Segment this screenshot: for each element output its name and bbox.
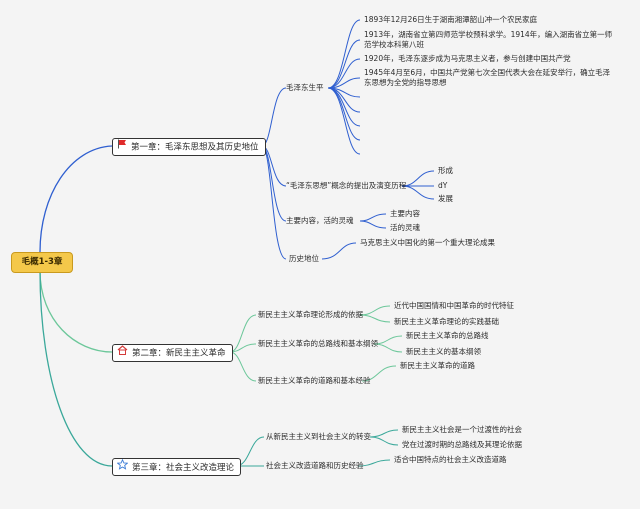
ch3-transition-item-1[interactable]: 新民主主义社会是一个过渡性的社会 bbox=[402, 425, 522, 434]
ch2-basis-item-1[interactable]: 近代中国国情和中国革命的时代特征 bbox=[394, 301, 514, 310]
ch2-basis-item-2[interactable]: 新民主主义革命理论的实践基础 bbox=[394, 317, 499, 326]
connector-ch2-b2-leaf-2 bbox=[373, 343, 403, 353]
connector-b2-leaf-3 bbox=[401, 185, 435, 200]
connector-b1-leaf-2 bbox=[327, 39, 361, 89]
ch2-line-item-1[interactable]: 新民主主义革命的总路线 bbox=[406, 331, 489, 340]
connector-root-ch1 bbox=[39, 145, 113, 253]
ch1-branch-life[interactable]: 毛泽东生平 bbox=[286, 83, 324, 92]
connector-b1-leaf-1 bbox=[327, 19, 361, 89]
ch3-road-item-1[interactable]: 适合中国特点的社会主义改造道路 bbox=[394, 455, 507, 464]
ch1-branch-content[interactable]: 主要内容，活的灵魂 bbox=[286, 216, 354, 225]
ch1-concept-item-3[interactable]: 发展 bbox=[438, 194, 453, 203]
ch3-transition-item-2[interactable]: 党在过渡时期的总路线及其理论依据 bbox=[402, 440, 522, 449]
chapter-1-node[interactable]: 第一章：毛泽东思想及其历史地位 bbox=[112, 138, 266, 156]
house-icon bbox=[117, 345, 128, 361]
root-node[interactable]: 毛概1-3章 bbox=[11, 252, 73, 273]
connector-b1-leaf-3 bbox=[327, 58, 361, 89]
connector-b1-leaf-9 bbox=[327, 87, 361, 155]
ch1-life-item-2[interactable]: 1913年，湖南省立第四师范学校预科求学。1914年，编入湖南省立第一师范学校本… bbox=[364, 30, 613, 49]
connector-ch1-b4 bbox=[261, 145, 287, 260]
connector-root-ch2 bbox=[39, 270, 113, 353]
ch1-content-item-2[interactable]: 活的灵魂 bbox=[390, 223, 420, 232]
ch1-branch-concept[interactable]: “毛泽东思想”概念的提出及演变历程 bbox=[286, 181, 407, 190]
connector-ch2-b2 bbox=[229, 343, 257, 353]
chapter-2-label: 第二章：新民主主义革命 bbox=[132, 348, 226, 359]
connector-b1-leaf-7 bbox=[327, 87, 361, 127]
ch1-branch-status[interactable]: 历史地位 bbox=[289, 254, 319, 263]
ch2-branch-line[interactable]: 新民主主义革命的总路线和基本纲领 bbox=[258, 339, 378, 348]
ch1-life-item-4[interactable]: 1945年4月至6月，中国共产党第七次全国代表大会在延安举行，确立毛泽东思想为全… bbox=[364, 68, 611, 87]
connector-b2-leaf-1 bbox=[401, 170, 435, 187]
connector-ch2-b2-leaf-1 bbox=[373, 335, 403, 345]
ch1-concept-item-1[interactable]: 形成 bbox=[438, 166, 453, 175]
connector-ch3-b1-leaf-1 bbox=[369, 429, 399, 438]
red-flag-icon bbox=[117, 139, 127, 155]
connector-ch3-b2-leaf-1 bbox=[357, 459, 391, 467]
ch2-branch-basis[interactable]: 新民主主义革命理论形成的依据 bbox=[258, 310, 363, 319]
connector-ch2-b3 bbox=[229, 351, 257, 382]
ch1-concept-item-2[interactable]: dY bbox=[438, 181, 448, 190]
star-icon bbox=[116, 458, 129, 476]
chapter-3-node[interactable]: 第三章：社会主义改造理论 bbox=[112, 458, 242, 476]
ch2-road-item-1[interactable]: 新民主主义革命的道路 bbox=[400, 361, 475, 370]
connector-b1-leaf-4 bbox=[327, 77, 361, 89]
ch1-content-item-1[interactable]: 主要内容 bbox=[390, 209, 420, 218]
connector-ch1-b3 bbox=[261, 145, 287, 222]
ch3-branch-road[interactable]: 社会主义改造道路和历史经验 bbox=[266, 461, 364, 470]
connector-b3-leaf-2 bbox=[359, 220, 387, 229]
chapter-1-label: 第一章：毛泽东思想及其历史地位 bbox=[131, 142, 259, 153]
connector-ch3-b1-leaf-2 bbox=[369, 436, 399, 446]
connector-b1-leaf-8 bbox=[327, 87, 361, 141]
chapter-3-label: 第三章：社会主义改造理论 bbox=[132, 463, 235, 473]
ch1-status-item-1[interactable]: 马克思主义中国化的第一个重大理论成果 bbox=[360, 238, 495, 247]
ch1-life-item-3[interactable]: 1920年，毛泽东逐步成为马克思主义者，参与创建中国共产党 bbox=[364, 54, 571, 63]
ch2-branch-road[interactable]: 新民主主义革命的道路和基本经验 bbox=[258, 376, 371, 385]
ch1-life-item-1[interactable]: 1893年12月26日生于湖南湘潭韶山冲一个农民家庭 bbox=[364, 15, 538, 24]
ch2-line-item-2[interactable]: 新民主主义的基本纲领 bbox=[406, 347, 481, 356]
connector-b4-leaf-1 bbox=[321, 242, 357, 260]
connector-root-ch3 bbox=[39, 270, 113, 467]
connector-b3-leaf-1 bbox=[359, 213, 387, 222]
connector-ch2-b1 bbox=[229, 314, 257, 353]
connector-ch2-b1-leaf-1 bbox=[359, 305, 391, 316]
ch3-branch-transition[interactable]: 从新民主主义到社会主义的转变 bbox=[266, 432, 371, 441]
connector-ch2-b3-leaf-1 bbox=[361, 365, 397, 382]
chapter-2-node[interactable]: 第二章：新民主主义革命 bbox=[112, 344, 233, 362]
connector-ch1-b1 bbox=[261, 87, 287, 147]
connector-ch2-b1-leaf-2 bbox=[359, 314, 391, 323]
